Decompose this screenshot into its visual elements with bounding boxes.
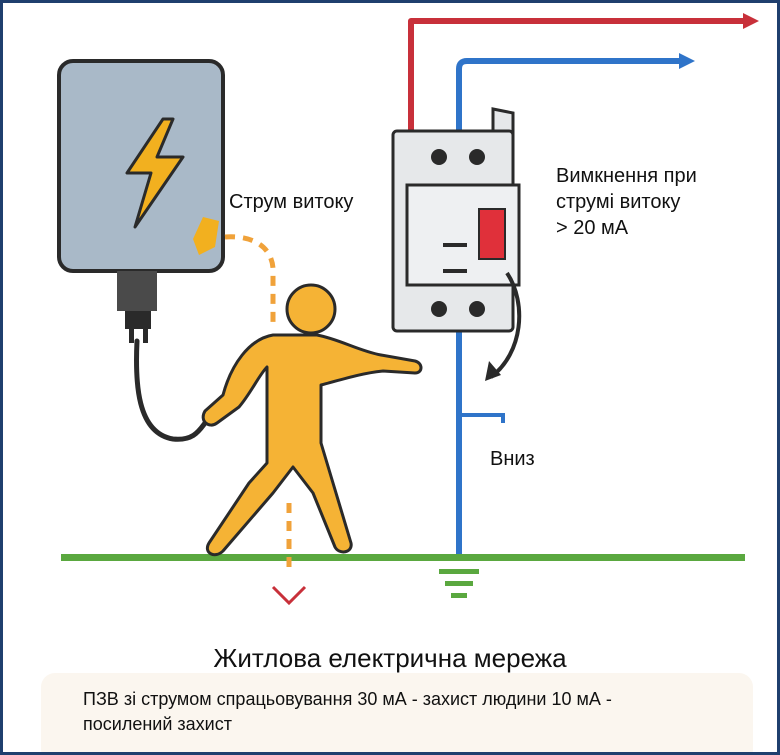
leak-current-path xyxy=(224,234,276,329)
note-box: ПЗВ зі струмом спрацьовування 30 мА - за… xyxy=(41,673,753,752)
appliance xyxy=(57,59,225,442)
leak-current-label: Струм витоку xyxy=(229,191,354,213)
down-arrow-icon xyxy=(271,585,307,606)
note-line1: ПЗВ зі струмом спрацьовування 30 мА - за… xyxy=(83,689,612,709)
diagram-artwork xyxy=(57,13,759,606)
rcd-breaker xyxy=(391,107,522,381)
breaker-lever xyxy=(478,208,506,260)
neutral-wire-arrow xyxy=(679,53,695,69)
trip-label-line1: Вимкнення при xyxy=(556,165,697,187)
neutral-wire xyxy=(456,58,679,559)
note-line2: посилений захист xyxy=(83,714,232,734)
ground-branch xyxy=(459,413,505,423)
lightning-bolt-icon xyxy=(125,117,185,229)
trip-arrow xyxy=(489,271,522,379)
note-text: ПЗВ зі струмом спрацьовування 30 мА - за… xyxy=(83,687,733,737)
phase-wire xyxy=(408,18,743,133)
trip-label-line3: > 20 мА xyxy=(556,217,629,239)
person-figure xyxy=(201,283,423,557)
ground-line xyxy=(61,554,745,561)
plug-icon xyxy=(117,271,157,343)
trip-label-line2: струмі витоку xyxy=(556,191,681,213)
ground-symbol-icon xyxy=(439,569,479,598)
down-label: Вниз xyxy=(490,448,535,470)
trip-condition-label: Вимкнення при струмі витоку > 20 мА xyxy=(556,163,766,241)
phase-wire-arrow xyxy=(743,13,759,29)
power-cord xyxy=(133,338,208,442)
diagram-title: Житлова електрична мережа xyxy=(213,643,567,673)
